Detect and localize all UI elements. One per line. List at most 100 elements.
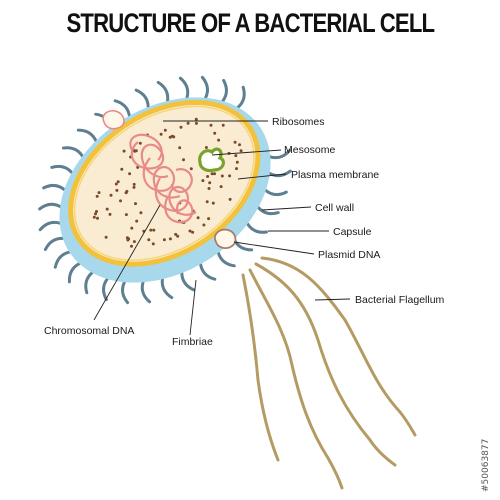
ribosome-dot — [128, 172, 132, 176]
ribosome-dot — [178, 146, 182, 150]
ribosome-dot — [120, 167, 124, 171]
ribosome-dot — [196, 216, 200, 220]
ribosome-dot — [132, 240, 136, 244]
ribosome-dot — [130, 226, 134, 230]
label-mesosome: Mesosome — [284, 144, 336, 156]
ribosome-dot — [228, 174, 232, 178]
fimbria — [43, 236, 65, 251]
ribosome-dot — [147, 238, 151, 242]
chromosomal-dna — [129, 133, 197, 224]
ribosome-dot — [122, 149, 126, 153]
ribosome-dot — [217, 138, 221, 142]
ribosome-dot — [168, 135, 172, 139]
ribosome-dot — [132, 185, 136, 189]
ribosome-dot — [235, 167, 238, 171]
dna-loop-2 — [142, 157, 181, 199]
ribosome-dot — [138, 141, 142, 145]
ribosome-dot — [119, 199, 122, 203]
ribosome-dot — [115, 188, 119, 192]
ribosome-dot — [114, 182, 118, 186]
ribosome-dot — [204, 146, 208, 149]
ribosome-dot — [174, 232, 178, 236]
ribosome-dot — [186, 121, 190, 125]
ribosome-dot — [96, 216, 99, 220]
ribosome-dot — [163, 128, 167, 132]
fimbriae-group — [38, 75, 292, 305]
ribosome-dot — [221, 123, 225, 127]
ribosome-dot — [208, 181, 212, 185]
ribosome-dot — [125, 189, 129, 193]
fimbria — [121, 280, 130, 305]
ribosome-dot — [228, 197, 232, 201]
fimbria — [180, 271, 196, 292]
ribosome-dot — [188, 229, 192, 233]
ribosome-dot — [219, 185, 223, 189]
labels: Ribosomes Mesosome Plasma membrane Cell … — [44, 116, 445, 348]
fimbria — [42, 183, 66, 192]
ribosome-dot — [92, 215, 96, 219]
ribosome-dot — [139, 211, 143, 215]
pointer-cell-wall — [261, 206, 312, 211]
flagellum-1 — [260, 256, 417, 437]
ribosome-dot — [151, 242, 155, 246]
fimbria — [216, 251, 236, 268]
fimbria — [246, 222, 268, 234]
ribosome-dot — [95, 194, 99, 198]
fimbria — [113, 99, 131, 118]
fimbria — [53, 250, 71, 269]
fimbria — [67, 262, 81, 284]
dna-loop-3 — [154, 177, 197, 216]
ribosome-dot — [213, 172, 216, 176]
fimbria — [178, 76, 190, 100]
fimbria — [199, 262, 217, 281]
dna-loop-1 — [130, 141, 169, 179]
ribosome-dot — [210, 172, 214, 176]
ribosome-dot — [125, 236, 129, 240]
fimbria — [256, 206, 280, 216]
fimbria — [160, 277, 174, 300]
pointer-chromosomal-dna — [93, 204, 161, 321]
ribosome-dot — [132, 182, 136, 186]
ribosome-dot — [168, 237, 172, 241]
pointer-fimbriae — [189, 279, 197, 336]
ribosome-dot — [194, 117, 198, 121]
fimbria — [38, 202, 62, 211]
fimbria — [200, 75, 209, 100]
ribosome-dot — [189, 167, 193, 171]
label-cell-wall: Cell wall — [315, 202, 354, 214]
ribosome-dot — [209, 123, 213, 127]
ribosome-dot — [233, 140, 237, 144]
dna-loop-5 — [129, 133, 163, 161]
ribosome-dot — [213, 131, 217, 135]
ribosome-dot — [134, 202, 137, 206]
ribosome-dot — [124, 213, 128, 217]
plasma-membrane-layer — [73, 105, 255, 261]
diagram-title: STRUCTURE OF A BACTERIAL CELL — [66, 8, 435, 38]
fimbria — [268, 148, 292, 160]
ribosome-dot — [176, 234, 180, 238]
ribosome-dot — [234, 154, 238, 158]
ribosome-dot — [201, 179, 205, 183]
cytoplasm — [76, 108, 252, 259]
stock-watermark: #50063877 — [481, 438, 491, 492]
mesosome — [198, 147, 225, 173]
ribosome-dot — [179, 125, 183, 129]
ribosome-dot — [239, 149, 243, 153]
ribosome-dot — [211, 201, 215, 205]
dna-loop-4 — [164, 195, 194, 224]
ribosome-dot — [133, 149, 137, 153]
fimbria — [102, 277, 109, 302]
dna-loop-6 — [170, 168, 193, 193]
flagellum-2 — [254, 262, 397, 467]
ribosome-dot — [95, 210, 98, 213]
ribosome-dot — [162, 238, 166, 242]
label-chromosomal-dna: Chromosomal DNA — [44, 325, 134, 337]
ribosome-dot — [235, 160, 239, 164]
fimbria — [134, 88, 150, 109]
fimbria — [221, 78, 228, 103]
fimbria — [50, 164, 74, 174]
ribosome-dot — [105, 207, 109, 211]
flagellum-4 — [241, 273, 280, 462]
